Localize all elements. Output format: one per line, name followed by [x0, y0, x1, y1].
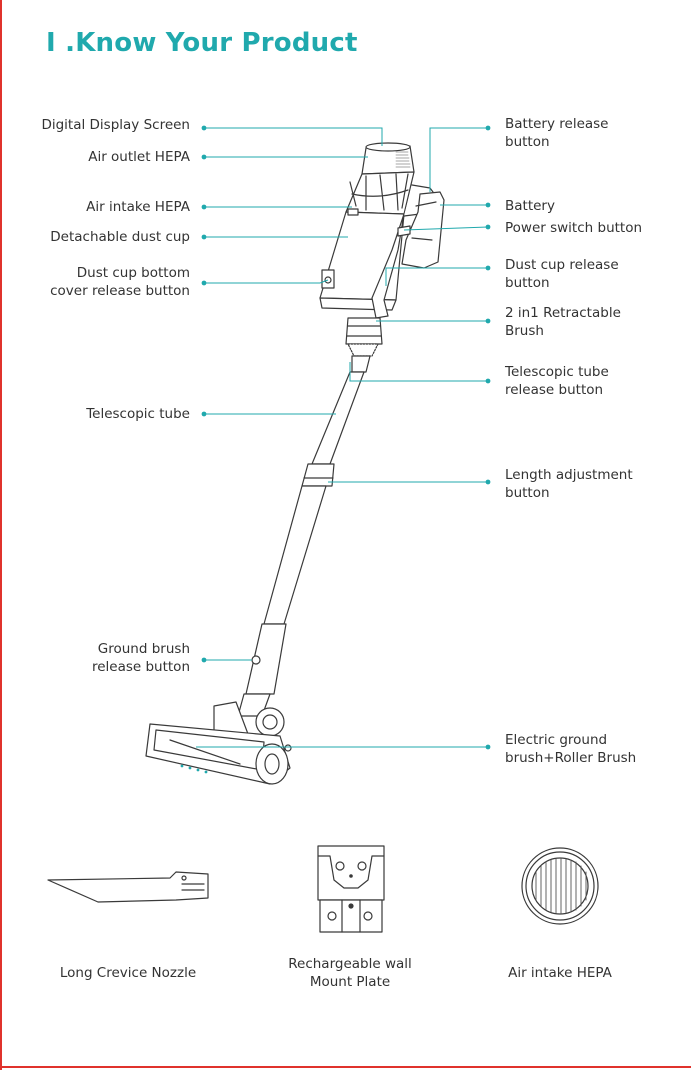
leader-power-switch [403, 226, 489, 231]
hepa-filter-illustration [521, 847, 599, 925]
label-telescopic-tube-release: Telescopic tube release button [505, 364, 609, 398]
label-battery: Battery [505, 198, 555, 214]
dot-length-adjustment [485, 479, 491, 485]
leader-dust-cup-bottom [204, 279, 329, 284]
wall-mount-plate-illustration [317, 845, 385, 933]
filter-pleats [535, 858, 587, 914]
leader-battery-release [429, 127, 488, 192]
dot-digital-display [201, 125, 207, 131]
led-indicator-dots [180, 764, 208, 774]
dot-ground-brush-release [201, 657, 207, 663]
dot-battery [485, 202, 491, 208]
dot-dust-cup-bottom [201, 280, 207, 286]
label-digital-display-screen: Digital Display Screen [41, 117, 190, 133]
left-border-line [0, 0, 2, 1070]
dot-dust-cup-release [485, 265, 491, 271]
section-title: I .Know Your Product [46, 28, 358, 58]
leader-dots [201, 125, 491, 750]
label-electric-ground-brush: Electric ground brush+Roller Brush [505, 732, 637, 766]
dot-battery-release [485, 125, 491, 131]
label-air-outlet-hepa: Air outlet HEPA [88, 149, 190, 165]
label-detachable-dust-cup: Detachable dust cup [50, 229, 190, 245]
dot-telescopic-release [485, 378, 491, 384]
dot-air-intake [201, 204, 207, 210]
dot-air-outlet [201, 154, 207, 160]
label-retractable-brush: 2 in1 Retractable Brush [505, 305, 621, 339]
dot-power-switch [485, 224, 491, 230]
caption-air-intake-hepa: Air intake HEPA [508, 965, 612, 981]
display-grille [395, 151, 411, 168]
telescopic-tube [237, 371, 365, 717]
label-power-switch-button: Power switch button [505, 220, 643, 236]
leader-digital-display [204, 127, 383, 146]
label-telescopic-tube: Telescopic tube [86, 406, 190, 422]
leader-lines [196, 127, 489, 748]
crevice-nozzle-illustration [47, 871, 209, 903]
leader-dust-cup-release [385, 267, 488, 286]
dot-dust-cup [201, 234, 207, 240]
caption-wall-mount-plate: Rechargeable wall Mount Plate [288, 956, 412, 990]
label-air-intake-hepa: Air intake HEPA [86, 199, 190, 215]
dot-electric-ground-brush [485, 744, 491, 750]
dot-telescopic-tube [201, 411, 207, 417]
label-ground-brush-release: Ground brush release button [91, 641, 190, 675]
electric-ground-brush [145, 701, 292, 785]
leader-telescopic-release [349, 362, 488, 382]
label-length-adjustment-button: Length adjustment button [505, 467, 633, 501]
vacuum-head-unit [319, 142, 445, 373]
bottom-border-line [0, 1066, 691, 1068]
dot-retractable-brush [485, 318, 491, 324]
label-battery-release-button: Battery release button [505, 116, 609, 150]
caption-long-crevice-nozzle: Long Crevice Nozzle [59, 965, 197, 981]
label-dust-cup-bottom-cover-release: Dust cup bottom cover release button [50, 265, 190, 299]
label-dust-cup-release-button: Dust cup release button [505, 257, 619, 291]
